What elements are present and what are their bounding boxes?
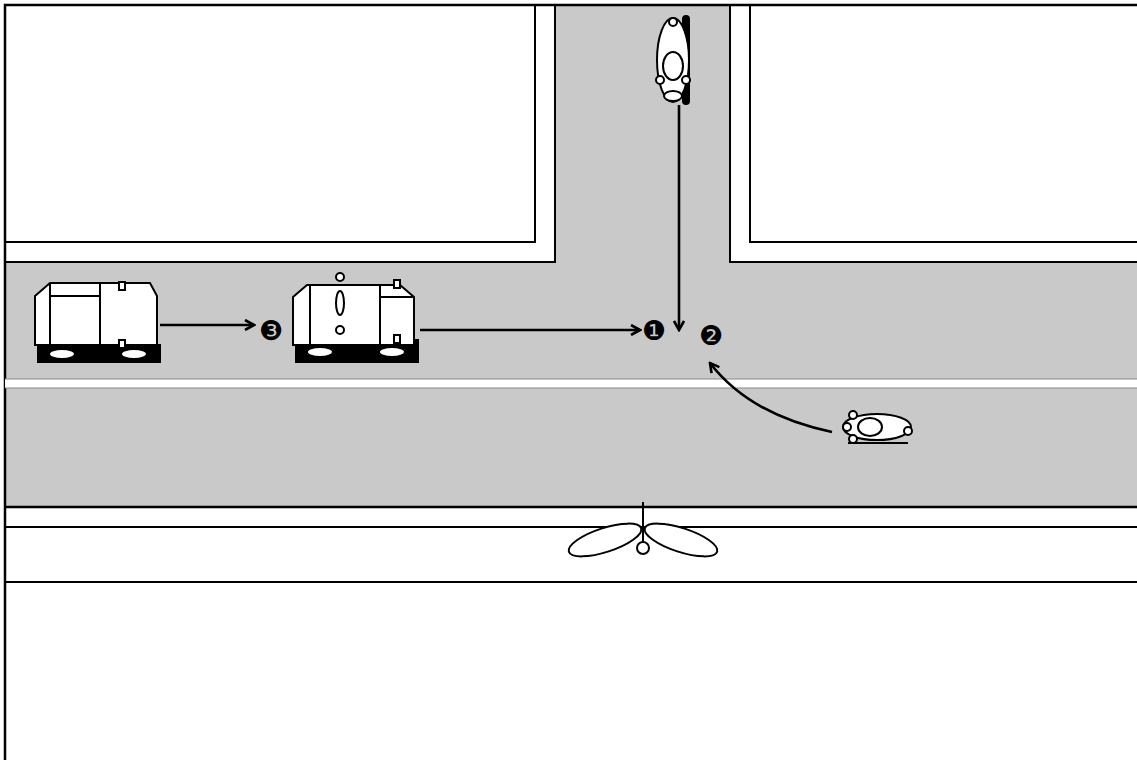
motion-arrow: [160, 105, 832, 432]
center-line: [5, 379, 1137, 388]
curb: [5, 5, 555, 262]
block-edge: [5, 5, 535, 242]
car: [293, 273, 418, 362]
curb: [730, 5, 1137, 262]
side-road: [555, 5, 730, 263]
callout-number: ❶: [642, 317, 666, 344]
following-car: [35, 282, 160, 362]
center-line: [5, 379, 1137, 380]
callout-number: ❸: [259, 317, 283, 344]
block-edge: [5, 581, 1137, 583]
block-edge: [750, 5, 1137, 242]
sidewalk-edge: [5, 526, 1137, 528]
curb: [5, 506, 1137, 509]
frame: [5, 5, 1137, 760]
scooter: [843, 411, 912, 443]
callout-number: ❷: [699, 322, 723, 349]
main-road: [5, 262, 1137, 507]
center-line: [5, 388, 1137, 389]
motorcycle: [656, 16, 690, 104]
plant-symbol: [565, 502, 721, 563]
